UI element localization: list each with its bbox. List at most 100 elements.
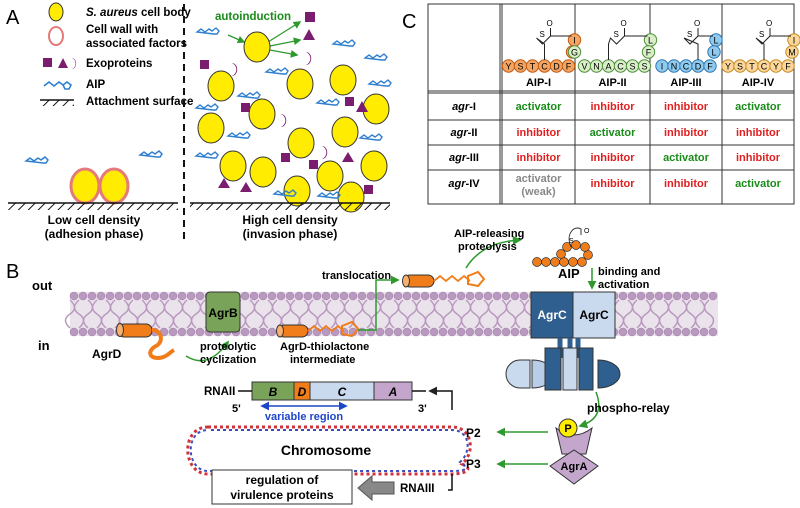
phosphate-circle <box>558 418 578 438</box>
residue-bead <box>707 45 721 59</box>
rnaiii-label: RNAIII <box>400 483 435 495</box>
residue-letter: S <box>517 61 523 71</box>
oxygen-atom: O <box>621 19 627 28</box>
table-cell: inhibitor <box>517 152 562 164</box>
thiolactone-label-1: AgrD-thiolactone <box>280 341 369 353</box>
table-cell: inhibitor <box>664 127 709 139</box>
gene-b: B <box>269 385 278 399</box>
panel-label-c: C <box>402 11 416 33</box>
residue-letter: F <box>785 61 791 71</box>
residue-letter: F <box>707 61 713 71</box>
agrd-label: AgrD <box>92 347 122 361</box>
agrc-label-dark: AgrC <box>537 308 567 322</box>
table-cell: inhibitor <box>664 101 709 113</box>
high-density-label-1: High cell density <box>242 213 338 227</box>
row-header: agr-II <box>451 127 478 139</box>
residue-letter: S <box>641 61 647 71</box>
aip-structures: YSTCDFIMSOGVNACSSLFSOINCDFLLSOYSTCYFIMSO <box>501 19 800 73</box>
residue-letter: A <box>605 61 611 71</box>
releasing-label-2: proteolysis <box>458 241 517 253</box>
table-cell: inhibitor <box>517 127 562 139</box>
residue-bead <box>567 45 582 59</box>
variable-region-label: variable region <box>265 411 344 423</box>
table-cell: inhibitor <box>591 178 636 190</box>
gene-a: A <box>388 385 398 399</box>
residue-bead <box>703 59 717 73</box>
residue-letter: I <box>793 35 796 45</box>
legend-cell-wall-line2: associated factors <box>86 38 187 50</box>
table-cell: activator <box>735 101 782 113</box>
row-header: agr-IV <box>448 178 480 190</box>
legend-exoproteins: Exoproteins <box>86 58 152 70</box>
residue-bead <box>785 45 799 59</box>
binding-label-1: binding and <box>598 266 660 278</box>
residue-letter: L <box>713 35 718 45</box>
residue-letter: S <box>737 61 743 71</box>
oxygen-atom: O <box>766 19 772 28</box>
agrc-label-light: AgrC <box>579 308 609 322</box>
table-cell: activator <box>516 173 563 185</box>
legend-attachment-icon <box>40 100 74 106</box>
autoinduction-label: autoinduction <box>215 11 291 23</box>
legend-aip: AIP <box>86 79 106 91</box>
translocation-label: translocation <box>322 270 391 282</box>
aip-specificity-table: YSTCDFIMSOGVNACSSLFSOINCDFLLSOYSTCYFIMSO… <box>427 3 800 205</box>
five-prime-label: 5' <box>232 403 241 415</box>
residue-bead <box>641 45 656 59</box>
in-label: in <box>38 338 50 353</box>
column-header: AIP-IV <box>742 77 775 89</box>
residue-letter: I <box>573 35 576 45</box>
aip-label: AIP <box>558 266 580 281</box>
agrd-propeptide <box>116 323 176 361</box>
chromosome-dna <box>186 425 472 476</box>
svg-text:O: O <box>584 228 590 235</box>
table-cell: inhibitor <box>664 178 709 190</box>
legend-aip-icon <box>43 80 73 90</box>
oxygen-atom: O <box>694 19 700 28</box>
thiolactone-bond <box>536 28 572 60</box>
table-cell: inhibitor <box>736 127 781 139</box>
agrc-dimer <box>505 291 621 391</box>
table-cell: activator <box>663 152 710 164</box>
agrb-protein <box>205 291 241 333</box>
table-cell: activator <box>590 127 637 139</box>
sulfur-atom: S <box>759 30 764 39</box>
residue-letter: C <box>541 61 548 71</box>
residue-letter: M <box>788 47 796 57</box>
residue-letter: L <box>711 47 716 57</box>
low-density-label-2: (adhesion phase) <box>45 227 144 241</box>
gene-d: D <box>298 385 307 399</box>
residue-letter: D <box>695 61 702 71</box>
row-header: agr-I <box>452 101 476 113</box>
column-header: AIP-I <box>526 77 551 89</box>
binding-label-2: activation <box>598 279 650 291</box>
oxygen-atom: O <box>547 19 553 28</box>
legend-cell-wall-icon <box>48 26 64 46</box>
legend-cell-body: S. aureus cell body <box>86 7 191 19</box>
residue-letter: N <box>671 61 678 71</box>
legend-exoprotein-icons <box>43 58 77 69</box>
residue-letter: Y <box>505 61 511 71</box>
legend-attachment: Attachment surface <box>86 96 193 108</box>
releasing-label-1: AIP-releasing <box>454 228 524 240</box>
residue-letter: C <box>683 61 690 71</box>
residue-bead <box>561 59 576 73</box>
table-cell: inhibitor <box>591 101 636 113</box>
residue-letter: I <box>661 61 664 71</box>
residue-letter: D <box>553 61 560 71</box>
residue-letter: F <box>566 61 572 71</box>
proteolytic-label-2: cyclization <box>200 354 257 366</box>
high-density-scene: autoinduction <box>190 11 392 241</box>
low-density-label-1: Low cell density <box>48 213 141 227</box>
thiolactone-bond <box>755 28 791 60</box>
row-header: agr-III <box>449 152 479 164</box>
table-cell: inhibitor <box>591 152 636 164</box>
phosphate-label: P <box>564 423 571 435</box>
residue-letter: Y <box>725 61 731 71</box>
residue-letter: C <box>617 61 624 71</box>
agra-protein <box>549 418 599 485</box>
table-cell: activator <box>516 101 563 113</box>
virulence-label-2: virulence proteins <box>230 488 334 502</box>
high-density-label-2: (invasion phase) <box>243 227 338 241</box>
